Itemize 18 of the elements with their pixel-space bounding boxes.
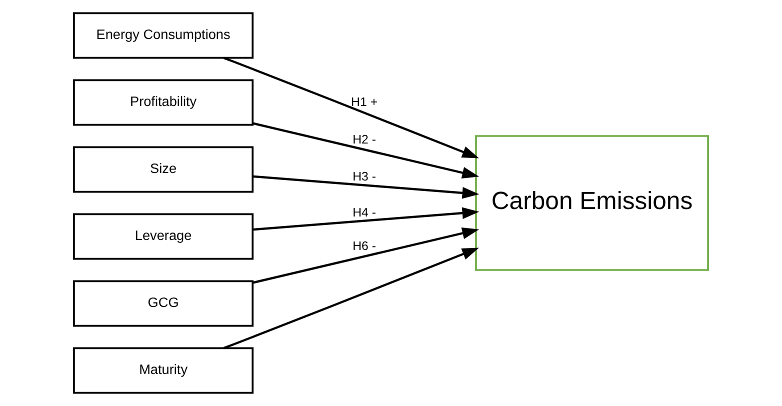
edge-label: H6 - (352, 239, 376, 254)
node-box: Maturity (73, 347, 254, 394)
node-box: Profitability (73, 79, 254, 126)
arrow (252, 227, 480, 284)
node-box: GCG (73, 280, 254, 327)
arrow (252, 207, 480, 231)
arrow (223, 248, 480, 350)
node-box: Leverage (73, 213, 254, 260)
arrow (252, 122, 480, 179)
arrow (252, 175, 480, 199)
node-box: Energy Consumptions (73, 12, 254, 59)
node-box: Size (73, 146, 254, 193)
node-box: Carbon Emissions (475, 135, 709, 271)
edge-label: H2 - (352, 132, 376, 146)
arrow (223, 56, 480, 158)
edge-label: H3 - (352, 170, 376, 184)
edge-label: H4 - (352, 206, 376, 220)
edge-label: H1 + (351, 95, 378, 110)
